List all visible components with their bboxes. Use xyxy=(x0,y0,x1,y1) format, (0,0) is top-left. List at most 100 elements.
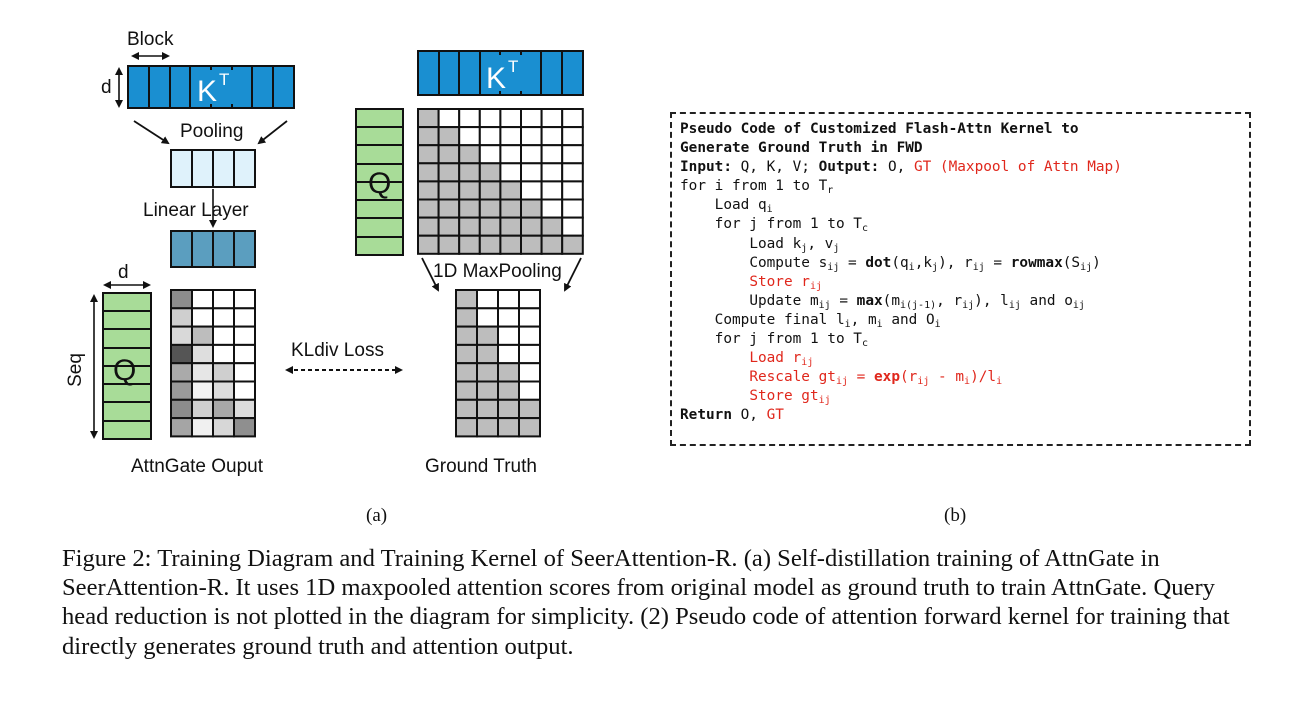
grid-cell xyxy=(499,216,522,237)
grid-cell xyxy=(437,180,461,201)
grid-cell xyxy=(417,126,440,147)
code-line-update-m: Update mij = max(mi(j-1), rij), lij and … xyxy=(749,292,1085,311)
grid-cell xyxy=(170,325,193,346)
pooling-arrow-right xyxy=(257,120,288,145)
grid-cell xyxy=(437,144,461,165)
grid-cell xyxy=(458,108,481,129)
code-line-rescale: Rescale gtij = exp(rij - mi)/li xyxy=(749,369,1003,388)
grid-cell xyxy=(212,325,235,346)
kt-label-right: K xyxy=(486,62,506,95)
grid-cell xyxy=(458,234,481,255)
grid-cell xyxy=(520,126,543,147)
grid-cell xyxy=(561,108,584,129)
grid-cell xyxy=(520,234,543,255)
code-line-store-r: Store rij xyxy=(749,273,823,292)
grid-cell xyxy=(540,126,564,147)
sublabel-b: (b) xyxy=(944,505,967,526)
code-line-return: Return O, GT xyxy=(680,407,784,424)
grid-cell xyxy=(478,234,502,255)
grid-cell xyxy=(518,343,541,365)
attngate-output-grid xyxy=(170,289,256,438)
block-label: Block xyxy=(127,29,174,50)
kt-superscript: T xyxy=(219,70,229,89)
grid-cell xyxy=(170,417,193,438)
grid-cell xyxy=(455,398,478,420)
grid-cell xyxy=(518,362,541,383)
grid-cell xyxy=(540,216,564,237)
pooling-label: Pooling xyxy=(180,121,243,142)
q-matrix-left: Q xyxy=(102,292,152,440)
attention-map-grid xyxy=(417,108,584,255)
grid-cell xyxy=(540,162,564,183)
code-line-load-q: Load qi xyxy=(714,197,773,216)
grid-cell xyxy=(478,162,502,183)
grid-cell xyxy=(212,343,235,365)
grid-cell xyxy=(476,362,499,383)
grid-cell xyxy=(540,198,564,219)
sublabel-a: (a) xyxy=(366,505,388,526)
grid-cell xyxy=(437,198,461,219)
d-label-top: d xyxy=(101,77,112,98)
grid-cell xyxy=(212,362,235,383)
grid-cell xyxy=(212,380,235,401)
grid-cell xyxy=(191,398,214,420)
grid-cell xyxy=(233,398,256,420)
grid-cell xyxy=(458,180,481,201)
grid-cell xyxy=(497,307,520,328)
ground-truth-grid xyxy=(455,289,541,438)
grid-cell xyxy=(170,343,193,365)
grid-cell xyxy=(499,198,522,219)
grid-cell xyxy=(417,234,440,255)
grid-cell xyxy=(476,343,499,365)
grid-cell xyxy=(561,126,584,147)
code-io-line: Input: Q, K, V; Output: O, GT (Maxpool o… xyxy=(680,159,1122,176)
grid-cell xyxy=(191,325,214,346)
grid-cell xyxy=(497,380,520,401)
grid-cell xyxy=(540,234,564,255)
grid-cell xyxy=(212,307,235,328)
grid-cell xyxy=(561,234,584,255)
grid-cell xyxy=(520,216,543,237)
grid-cell xyxy=(499,144,522,165)
code-line-store-gt: Store gtij xyxy=(749,388,831,407)
grid-cell xyxy=(518,307,541,328)
grid-cell xyxy=(233,289,256,310)
q-matrix-right: Q xyxy=(355,108,404,256)
grid-cell xyxy=(520,198,543,219)
seq-label: Seq xyxy=(65,353,86,387)
kt-matrix-left: K T xyxy=(127,65,295,109)
grid-cell xyxy=(478,216,502,237)
grid-cell xyxy=(458,216,481,237)
grid-cell xyxy=(561,180,584,201)
grid-cell xyxy=(212,417,235,438)
kt-matrix-right: K T xyxy=(417,50,584,96)
grid-cell xyxy=(499,162,522,183)
grid-cell xyxy=(478,144,502,165)
grid-cell xyxy=(233,362,256,383)
grid-cell xyxy=(497,362,520,383)
grid-cell xyxy=(518,417,541,438)
grid-cell xyxy=(417,180,440,201)
pooling-arrow-left xyxy=(133,120,170,145)
q-label-left: Q xyxy=(113,354,136,387)
figure-caption: Figure 2: Training Diagram and Training … xyxy=(62,545,1230,660)
grid-cell xyxy=(417,162,440,183)
grid-cell xyxy=(540,144,564,165)
grid-cell xyxy=(233,325,256,346)
grid-cell xyxy=(476,289,499,310)
grid-cell xyxy=(478,108,502,129)
grid-cell xyxy=(520,162,543,183)
grid-cell xyxy=(476,307,499,328)
kldiv-label: KLdiv Loss xyxy=(291,340,384,361)
grid-cell xyxy=(561,144,584,165)
kt-superscript-right: T xyxy=(508,57,518,76)
grid-cell xyxy=(170,307,193,328)
grid-cell xyxy=(191,362,214,383)
grid-cell xyxy=(520,108,543,129)
kt-label: K xyxy=(197,75,217,108)
grid-cell xyxy=(170,289,193,310)
grid-cell xyxy=(437,162,461,183)
grid-cell xyxy=(518,325,541,346)
grid-cell xyxy=(233,307,256,328)
grid-cell xyxy=(233,380,256,401)
